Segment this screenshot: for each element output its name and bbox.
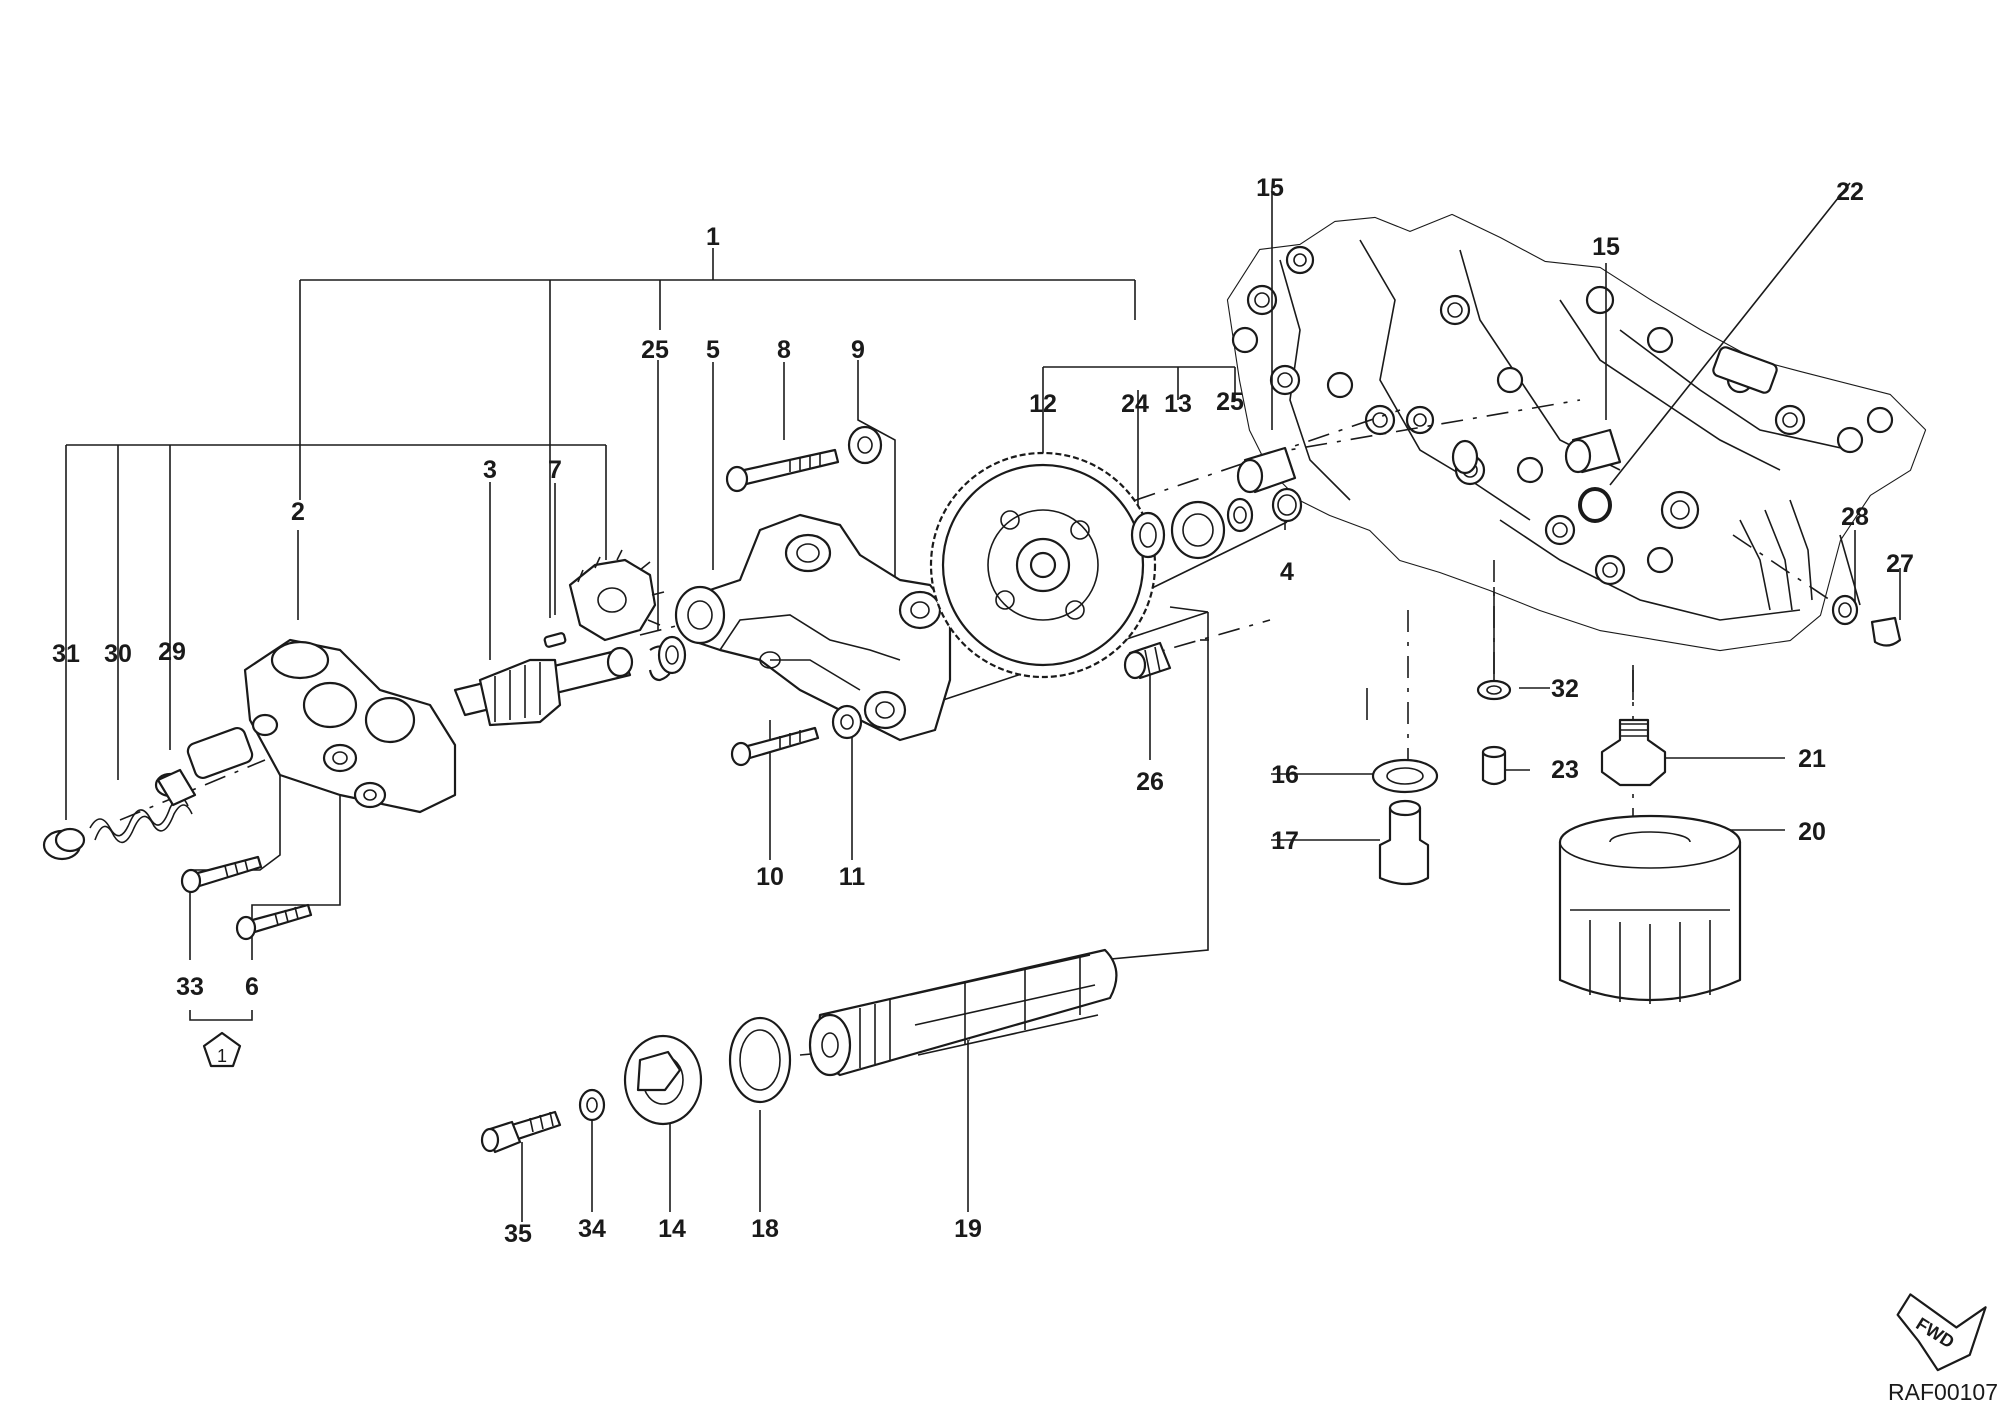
dowel-pins bbox=[1236, 428, 1622, 523]
oil-pump-housing bbox=[186, 638, 457, 814]
kit-symbol: 1 bbox=[202, 1031, 242, 1068]
label-25-right: 25 bbox=[1216, 388, 1244, 416]
oil-pump-cover bbox=[674, 513, 952, 742]
label-12: 12 bbox=[1029, 390, 1057, 418]
label-25-left: 25 bbox=[641, 336, 669, 364]
label-26: 26 bbox=[1136, 768, 1164, 796]
label-35: 35 bbox=[504, 1220, 532, 1248]
forward-direction-badge: FWD bbox=[1896, 1293, 1987, 1372]
label-11: 11 bbox=[839, 863, 866, 891]
label-15-right: 15 bbox=[1592, 233, 1620, 261]
label-5: 5 bbox=[706, 336, 720, 364]
label-4: 4 bbox=[1280, 558, 1294, 586]
label-20: 20 bbox=[1798, 818, 1826, 846]
label-28: 28 bbox=[1841, 503, 1869, 531]
label-15-left: 15 bbox=[1256, 174, 1284, 202]
kit-symbol-number: 1 bbox=[217, 1046, 227, 1066]
label-22: 22 bbox=[1836, 178, 1864, 206]
label-32: 32 bbox=[1551, 675, 1579, 703]
housing-bolts bbox=[180, 855, 313, 941]
label-27: 27 bbox=[1886, 550, 1914, 578]
label-18: 18 bbox=[751, 1215, 779, 1243]
label-10: 10 bbox=[756, 863, 784, 891]
label-17: 17 bbox=[1271, 827, 1299, 855]
label-31: 31 bbox=[52, 640, 80, 668]
drain-plugs-washers bbox=[1371, 594, 1902, 886]
label-30: 30 bbox=[104, 640, 132, 668]
label-7: 7 bbox=[548, 456, 562, 484]
label-34: 34 bbox=[578, 1215, 606, 1243]
oil-filter bbox=[1558, 718, 1742, 1004]
label-24: 24 bbox=[1121, 390, 1149, 418]
pump-shaft-rotor bbox=[453, 549, 674, 727]
label-1: 1 bbox=[706, 223, 720, 251]
relief-valve-parts bbox=[42, 768, 197, 861]
gear-shaft-hardware bbox=[657, 487, 1303, 675]
label-13: 13 bbox=[1164, 390, 1192, 418]
pump-bolts-washers bbox=[725, 425, 883, 767]
oil-strainer-assembly bbox=[480, 948, 1118, 1154]
label-14: 14 bbox=[658, 1215, 686, 1243]
label-6: 6 bbox=[245, 973, 259, 1001]
sleeve bbox=[1123, 641, 1172, 680]
label-2: 2 bbox=[291, 498, 305, 526]
label-33: 33 bbox=[176, 973, 204, 1001]
label-9: 9 bbox=[851, 336, 865, 364]
callout-labels: 1 2 3 4 5 6 7 8 9 10 11 12 13 14 15 15 1… bbox=[52, 174, 1914, 1248]
label-21: 21 bbox=[1798, 745, 1826, 773]
label-23: 23 bbox=[1551, 756, 1579, 784]
label-29: 29 bbox=[158, 638, 186, 666]
reference-code: RAF00107 bbox=[1888, 1379, 1998, 1405]
oil-pump-gear bbox=[929, 451, 1157, 679]
label-16: 16 bbox=[1271, 761, 1299, 789]
label-19: 19 bbox=[954, 1215, 982, 1243]
crankcase-housing bbox=[1226, 213, 1927, 652]
label-3: 3 bbox=[483, 456, 497, 484]
label-8: 8 bbox=[777, 336, 791, 364]
